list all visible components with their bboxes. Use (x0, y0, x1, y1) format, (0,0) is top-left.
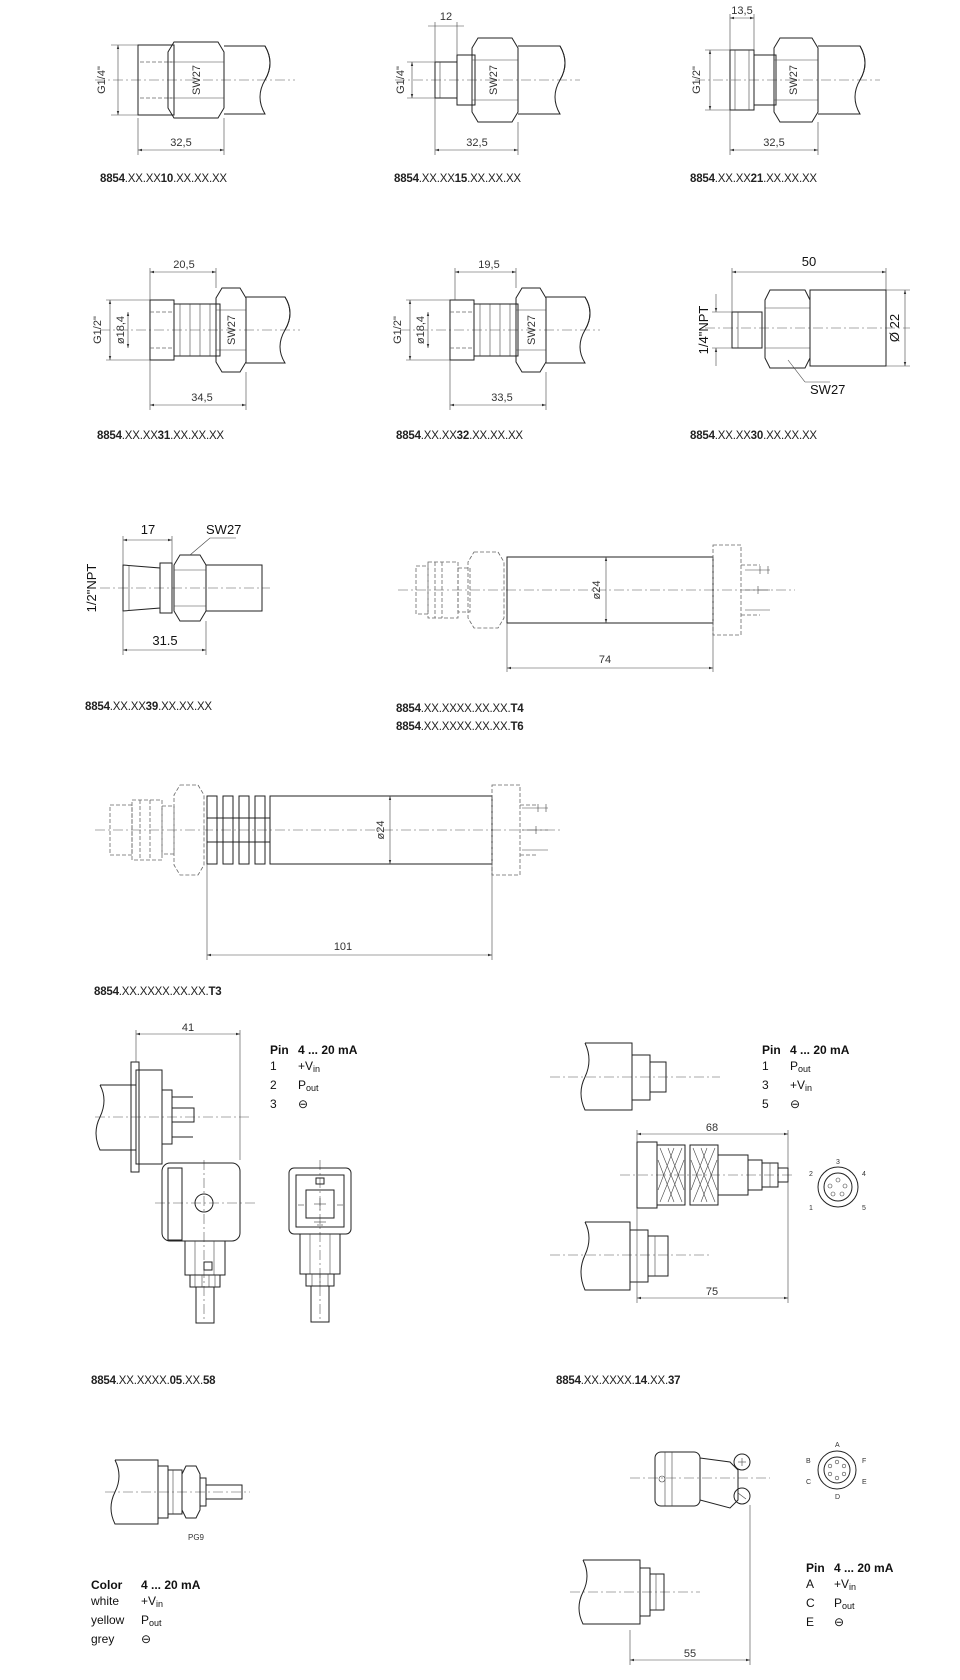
dim-d11-b: 75 (706, 1286, 718, 1298)
dim-d2-thread: G1/4" (395, 66, 407, 94)
caption-variant-31: 8854.XX.XX31.XX.XX.XX (97, 430, 224, 442)
dim-d3-length: 32,5 (763, 137, 784, 149)
pin-table-row: A+Vin (806, 1577, 857, 1592)
dim-d8-diameter: ø24 (591, 581, 603, 600)
drawing-g12-male (695, 14, 880, 155)
dim-d3-top: 13,5 (731, 5, 752, 17)
dim-d5-diameter: ø18,4 (415, 316, 427, 344)
dim-d6-diameter: Ø 22 (887, 314, 902, 342)
drawing-bayonet-connector (570, 1450, 857, 1665)
dim-d5-length: 33,5 (491, 392, 512, 404)
dim-d7-thread: 1/2"NPT (84, 564, 99, 613)
pin-table-row: grey⊖ (91, 1632, 152, 1646)
dim-d13-length: 55 (684, 1648, 696, 1660)
dim-d12-pg: PG9 (188, 1533, 205, 1542)
dim-d5-sw: SW27 (526, 315, 538, 345)
bayonet-pin-labels: A B C D E F (806, 1442, 867, 1501)
dim-d5-top: 19,5 (478, 259, 499, 271)
dim-d2-length: 32,5 (466, 137, 487, 149)
caption-variant-t6: 8854.XX.XXXX.XX.XX.T6 (396, 721, 524, 733)
dim-d1-thread: G1/4" (96, 66, 108, 94)
caption-variant-10: 8854.XX.XX10.XX.XX.XX (100, 173, 227, 185)
drawing-npt12 (100, 536, 270, 655)
dim-d4-top: 20,5 (173, 259, 194, 271)
pin-table-row: white+Vin (91, 1594, 164, 1609)
dim-d4-diameter: ø18,4 (115, 316, 127, 344)
caption-variant-t3: 8854.XX.XXXX.XX.XX.T3 (94, 986, 222, 998)
drawing-din-connector (95, 1030, 352, 1324)
dim-d1-length: 32,5 (170, 137, 191, 149)
dim-d3-sw: SW27 (788, 65, 800, 95)
dim-d6-sw: SW27 (810, 382, 845, 397)
round-connector-pin-labels: 1 2 3 4 5 (809, 1159, 866, 1212)
drawing-cable-gland (105, 1459, 250, 1525)
dim-d7-sw: SW27 (206, 522, 241, 537)
dim-d3-thread: G1/2" (691, 66, 703, 94)
dim-d2-top: 12 (440, 11, 452, 23)
dim-d4-length: 34,5 (191, 392, 212, 404)
pin-table-row: E⊖ (806, 1615, 845, 1629)
caption-variant-30: 8854.XX.XX30.XX.XX.XX (690, 430, 817, 442)
dim-d2-sw: SW27 (488, 65, 500, 95)
drawing-cooling-housing (95, 784, 560, 960)
caption-variant-21: 8854.XX.XX21.XX.XX.XX (690, 173, 817, 185)
pin-label: F (862, 1458, 866, 1465)
pin-label: 4 (862, 1171, 866, 1178)
drawing-npt14 (705, 268, 910, 383)
dim-d4-sw: SW27 (226, 315, 238, 345)
dim-d7-length: 31.5 (152, 633, 177, 648)
pin-table-row: 3⊖ (270, 1097, 309, 1111)
dim-d6-thread: 1/4"NPT (696, 306, 711, 355)
dim-d8-length: 74 (599, 654, 611, 666)
pin-label: D (835, 1494, 840, 1501)
caption-variant-37: 8854.XX.XXXX.14.XX.37 (556, 1375, 681, 1387)
pin-label: A (835, 1442, 840, 1449)
pin-table-row: 3+Vin (762, 1078, 813, 1093)
caption-variant-39: 8854.XX.XX39.XX.XX.XX (85, 701, 212, 713)
pin-label: 5 (862, 1205, 866, 1212)
pin-label: 3 (836, 1159, 840, 1166)
drawing-round-connector (550, 1042, 859, 1303)
caption-variant-32: 8854.XX.XX32.XX.XX.XX (396, 430, 523, 442)
drawing-g14-male (395, 22, 580, 155)
drawing-long-housing (398, 544, 795, 672)
pin-table-row: 5⊖ (762, 1097, 801, 1111)
dim-d11-a: 68 (706, 1122, 718, 1134)
drawing-g12-flush-a (100, 268, 300, 410)
drawing-g14-flush (95, 41, 295, 155)
dim-d6-top: 50 (802, 254, 816, 269)
dim-d9-length: 101 (334, 941, 352, 953)
pin-table-row: 1+Vin (270, 1059, 321, 1074)
dim-d1-sw: SW27 (191, 65, 203, 95)
caption-variant-58: 8854.XX.XXXX.05.XX.58 (91, 1375, 216, 1387)
caption-variant-15: 8854.XX.XX15.XX.XX.XX (394, 173, 521, 185)
pin-label: B (806, 1458, 811, 1465)
dim-d4-thread: G1/2" (92, 316, 104, 344)
dim-d10-length: 41 (182, 1022, 194, 1034)
pin-label: 1 (809, 1205, 813, 1212)
dim-d7-top: 17 (141, 522, 155, 537)
drawing-g12-flush-b (400, 268, 600, 410)
pin-label: 2 (809, 1171, 813, 1178)
caption-variant-t4: 8854.XX.XXXX.XX.XX.T4 (396, 703, 524, 715)
pin-label: E (862, 1479, 867, 1486)
pin-label: C (806, 1479, 811, 1486)
dim-d9-diameter: ø24 (375, 821, 387, 840)
dim-d5-thread: G1/2" (392, 316, 404, 344)
